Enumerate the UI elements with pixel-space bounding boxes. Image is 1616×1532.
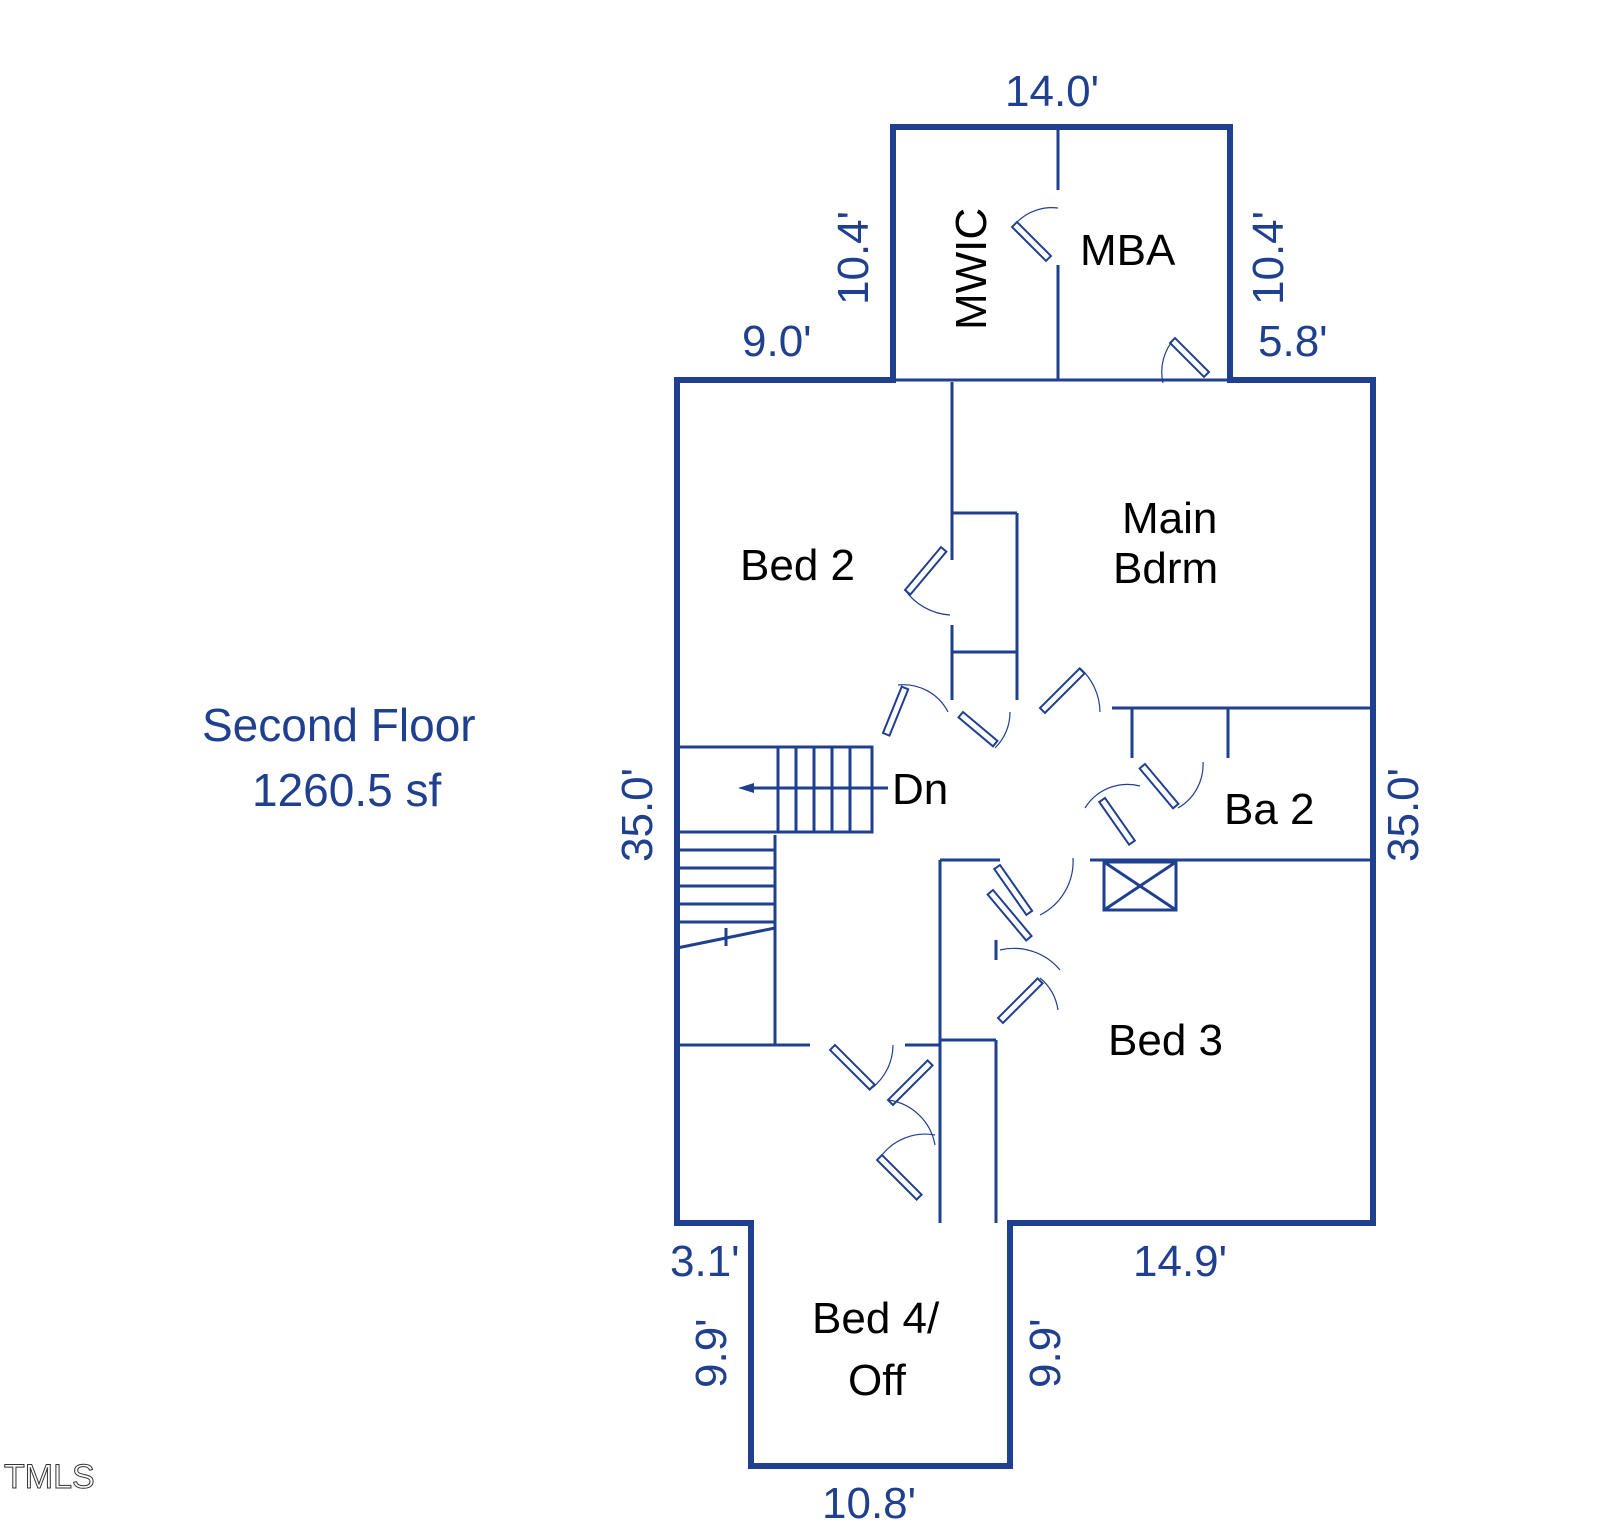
dim-top-right-height: 10.4' xyxy=(1244,211,1293,305)
dim-top-width: 14.0' xyxy=(1005,67,1099,116)
dim-left-height: 35.0' xyxy=(613,768,662,862)
stairs-arrow-head xyxy=(738,783,754,793)
dim-bottom-left-height: 9.9' xyxy=(687,1318,736,1388)
room-label-ba2: Ba 2 xyxy=(1224,785,1315,834)
room-label-bed4-1: Bed 4/ xyxy=(812,1294,940,1343)
floor-title: Second Floor xyxy=(202,699,476,751)
room-label-bed3: Bed 3 xyxy=(1108,1016,1223,1065)
dim-right-height: 35.0' xyxy=(1379,768,1428,862)
dim-top-left-height: 10.4' xyxy=(829,211,878,305)
room-label-bed2: Bed 2 xyxy=(740,541,855,590)
room-label-stairs: Dn xyxy=(892,765,948,814)
dim-bottom-left-ledge: 3.1' xyxy=(670,1237,740,1286)
dim-bottom-width: 10.8' xyxy=(822,1479,916,1528)
room-label-mba: MBA xyxy=(1080,226,1176,275)
floor-area: 1260.5 sf xyxy=(252,764,441,816)
dim-right-ledge: 5.8' xyxy=(1258,317,1328,366)
dim-bottom-right-ledge: 14.9' xyxy=(1133,1237,1227,1286)
room-label-bed4-2: Off xyxy=(848,1356,907,1405)
room-label-main-bdrm-1: Main xyxy=(1122,494,1217,543)
dim-bottom-right-height: 9.9' xyxy=(1021,1318,1070,1388)
mls-watermark: TMLS xyxy=(4,1458,95,1496)
exterior-wall xyxy=(674,124,1376,1469)
staircase xyxy=(676,745,888,950)
doors xyxy=(828,207,1211,1201)
dim-left-ledge: 9.0' xyxy=(742,317,812,366)
room-label-mwic: MWIC xyxy=(947,208,996,330)
room-label-main-bdrm-2: Bdrm xyxy=(1113,544,1218,593)
interior-walls xyxy=(677,130,1373,1223)
